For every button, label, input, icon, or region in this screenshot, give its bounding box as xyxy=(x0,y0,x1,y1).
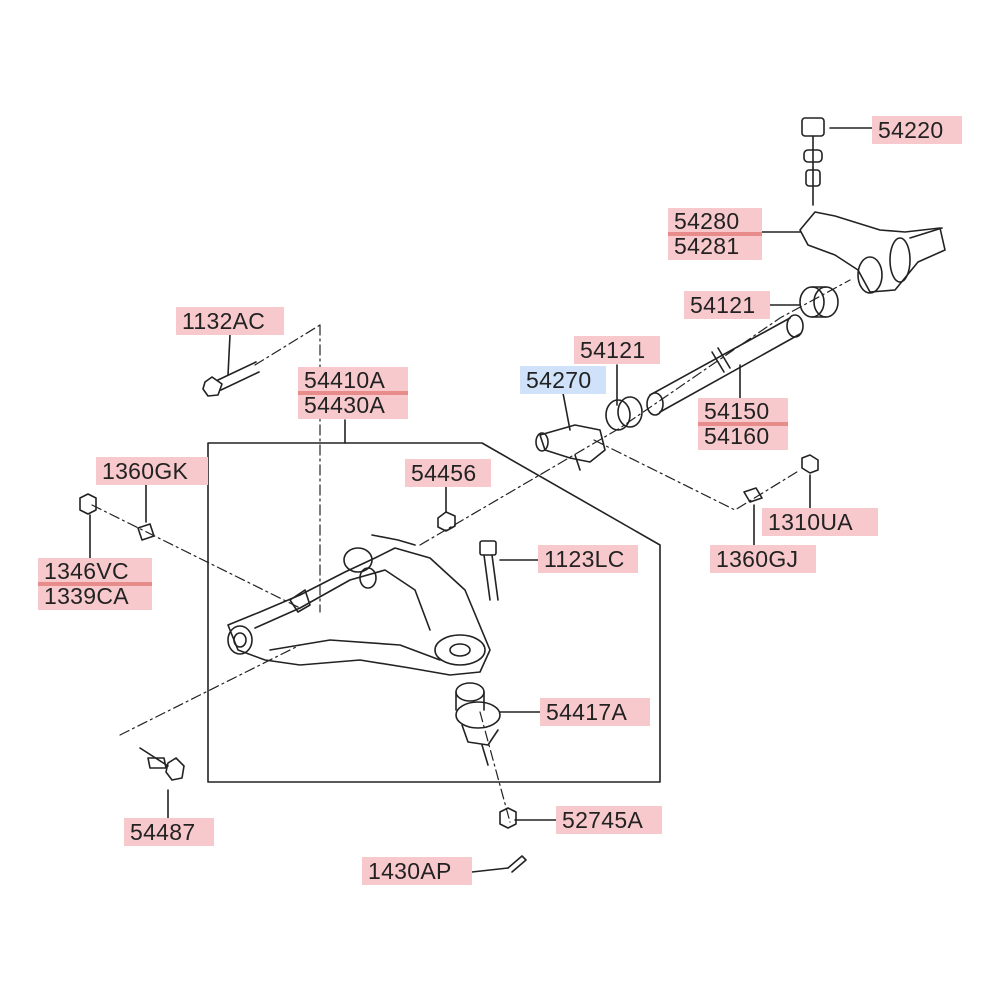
cotter-pin-1430AP xyxy=(507,855,527,873)
nut-1310UA xyxy=(801,454,819,474)
part-number-54410A: 54410A xyxy=(304,367,386,393)
end-fitting-54270 xyxy=(535,424,606,471)
part-label-1310UA[interactable]: 1310UA xyxy=(762,508,878,536)
bolt-1132AC xyxy=(202,361,260,397)
part-label-54410A-54430A[interactable]: 54410A 54430A xyxy=(298,367,408,419)
leader-1430AP xyxy=(471,867,509,873)
part-label-54121-mid[interactable]: 54121 xyxy=(574,336,660,364)
axis-bolt-right xyxy=(593,439,801,511)
part-number-54160: 54160 xyxy=(704,423,770,449)
part-label-54270[interactable]: 54270 xyxy=(520,366,606,394)
leader-1132AC xyxy=(227,334,231,376)
part-label-1346VC-1339CA[interactable]: 1346VC 1339CA xyxy=(38,558,152,610)
nut-1346VC xyxy=(79,493,97,515)
ball-joint-54417A xyxy=(455,682,501,766)
part-number-1346VC: 1346VC xyxy=(44,558,129,584)
part-label-54487[interactable]: 54487 xyxy=(124,818,214,846)
part-label-54220[interactable]: 54220 xyxy=(872,116,962,144)
axis-balljoint xyxy=(479,711,511,823)
bushing-mid xyxy=(605,396,643,431)
nut-54456 xyxy=(437,511,456,532)
bracket-54280 xyxy=(799,211,946,294)
part-number-54281: 54281 xyxy=(674,233,740,259)
part-label-54417A[interactable]: 54417A xyxy=(540,698,650,726)
part-label-1132AC[interactable]: 1132AC xyxy=(176,307,284,335)
part-label-1360GK[interactable]: 1360GK xyxy=(96,457,208,485)
nut-52745A xyxy=(499,807,517,829)
part-label-54456[interactable]: 54456 xyxy=(405,459,491,487)
part-label-54280-54281[interactable]: 54280 54281 xyxy=(668,208,762,260)
part-number-54280: 54280 xyxy=(674,208,740,234)
part-label-1430AP[interactable]: 1430AP xyxy=(362,857,472,885)
pipe-54150 xyxy=(646,314,804,416)
part-label-54121-right[interactable]: 54121 xyxy=(684,291,770,319)
axis-bolt-left xyxy=(91,504,301,609)
part-number-54430A: 54430A xyxy=(304,392,386,418)
part-label-1123LC[interactable]: 1123LC xyxy=(538,545,638,573)
washer-1360GJ xyxy=(743,487,763,503)
part-number-1339CA: 1339CA xyxy=(44,583,129,609)
axis-1132 xyxy=(254,324,321,366)
upper-control-arm xyxy=(227,534,491,676)
part-label-1360GJ[interactable]: 1360GJ xyxy=(710,545,816,573)
bolt-54487 xyxy=(139,747,185,781)
stabilizer-link xyxy=(801,117,825,206)
bushing-right xyxy=(799,286,839,318)
part-number-54150: 54150 xyxy=(704,398,770,424)
part-label-54150-54160[interactable]: 54150 54160 xyxy=(698,398,788,450)
part-label-52745A[interactable]: 52745A xyxy=(556,806,662,834)
assembly-outline xyxy=(207,442,661,783)
axis-lower-left xyxy=(119,644,301,736)
leader-54270 xyxy=(562,392,571,431)
washer-1360GK xyxy=(137,523,155,541)
bolt-1123LC xyxy=(479,540,499,601)
